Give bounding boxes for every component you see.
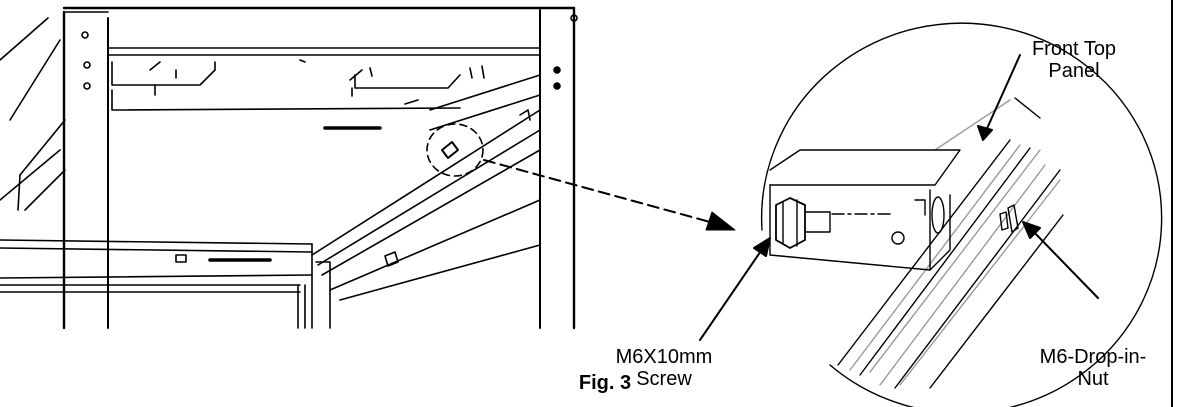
nut-label: M6-Drop-in- Nut <box>1018 346 1168 390</box>
screw-label: M6X10mm Screw <box>602 346 726 390</box>
frame-overview <box>0 6 578 330</box>
nut-label-line1: M6-Drop-in- <box>1039 346 1147 368</box>
detail-arrowhead <box>705 211 736 231</box>
detail-leader <box>483 159 711 223</box>
front-top-panel-line1: Front Top <box>1031 38 1117 60</box>
nut-label-line2: Nut <box>1077 368 1109 390</box>
figure-caption: Fig. 3 <box>578 372 632 394</box>
callout-arrows <box>699 54 1099 341</box>
magnified-detail <box>760 22 1163 407</box>
detail-circle <box>426 123 484 177</box>
screw-label-line1: M6X10mm <box>615 346 713 368</box>
front-top-panel-label: Front Top Panel <box>1010 38 1138 82</box>
screw-label-line2: Screw <box>636 368 692 390</box>
front-top-panel-line2: Panel <box>1048 60 1100 82</box>
